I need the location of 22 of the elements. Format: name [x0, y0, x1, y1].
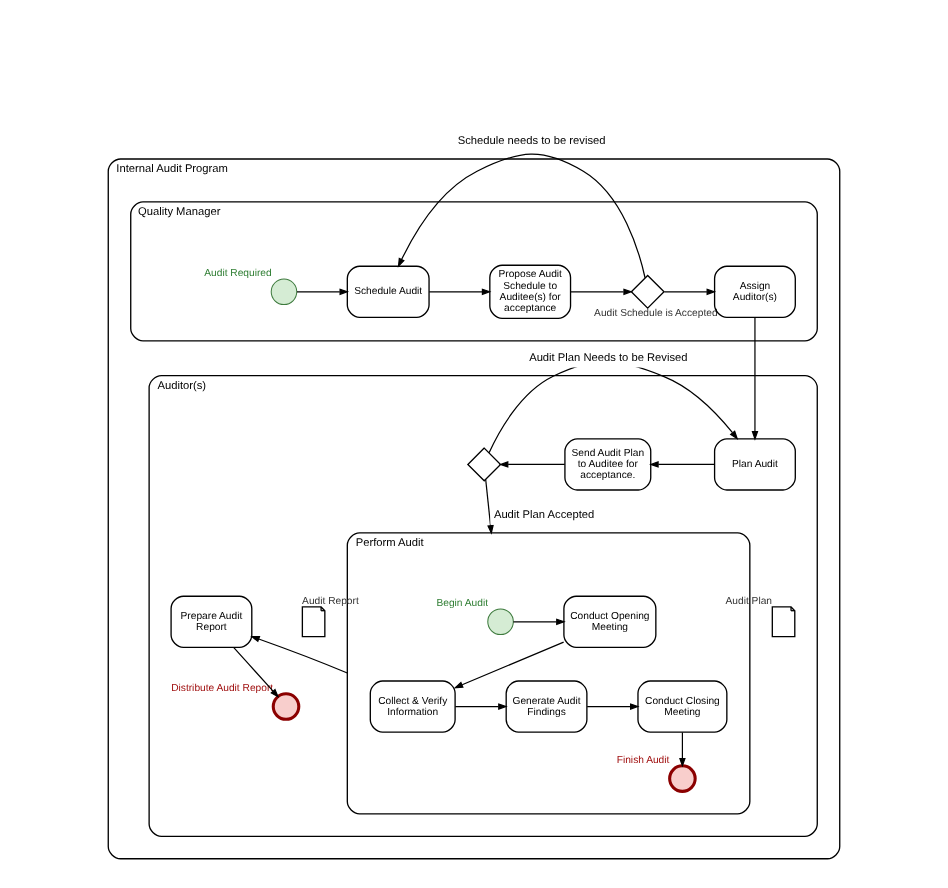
arrow: [679, 731, 686, 768]
arrow: [233, 647, 280, 698]
arrow: [498, 461, 566, 468]
node-circle: [270, 278, 298, 306]
arrow: [250, 635, 348, 674]
arrow: [663, 288, 717, 296]
arrow: [485, 478, 494, 535]
arrow: [751, 317, 759, 441]
arrow: [512, 618, 566, 626]
arrow: [397, 153, 646, 279]
arrow: [296, 288, 350, 296]
arrow: [428, 288, 492, 296]
arrow: [569, 288, 633, 296]
arrow: [586, 703, 640, 710]
node-diamond: [630, 274, 665, 310]
arrow: [454, 703, 508, 710]
node-circle: [668, 764, 697, 793]
node-diamond: [466, 447, 502, 482]
arrow: [453, 641, 565, 689]
arrow: [649, 461, 715, 468]
node-circle: [487, 608, 514, 636]
node-circle: [271, 692, 301, 721]
